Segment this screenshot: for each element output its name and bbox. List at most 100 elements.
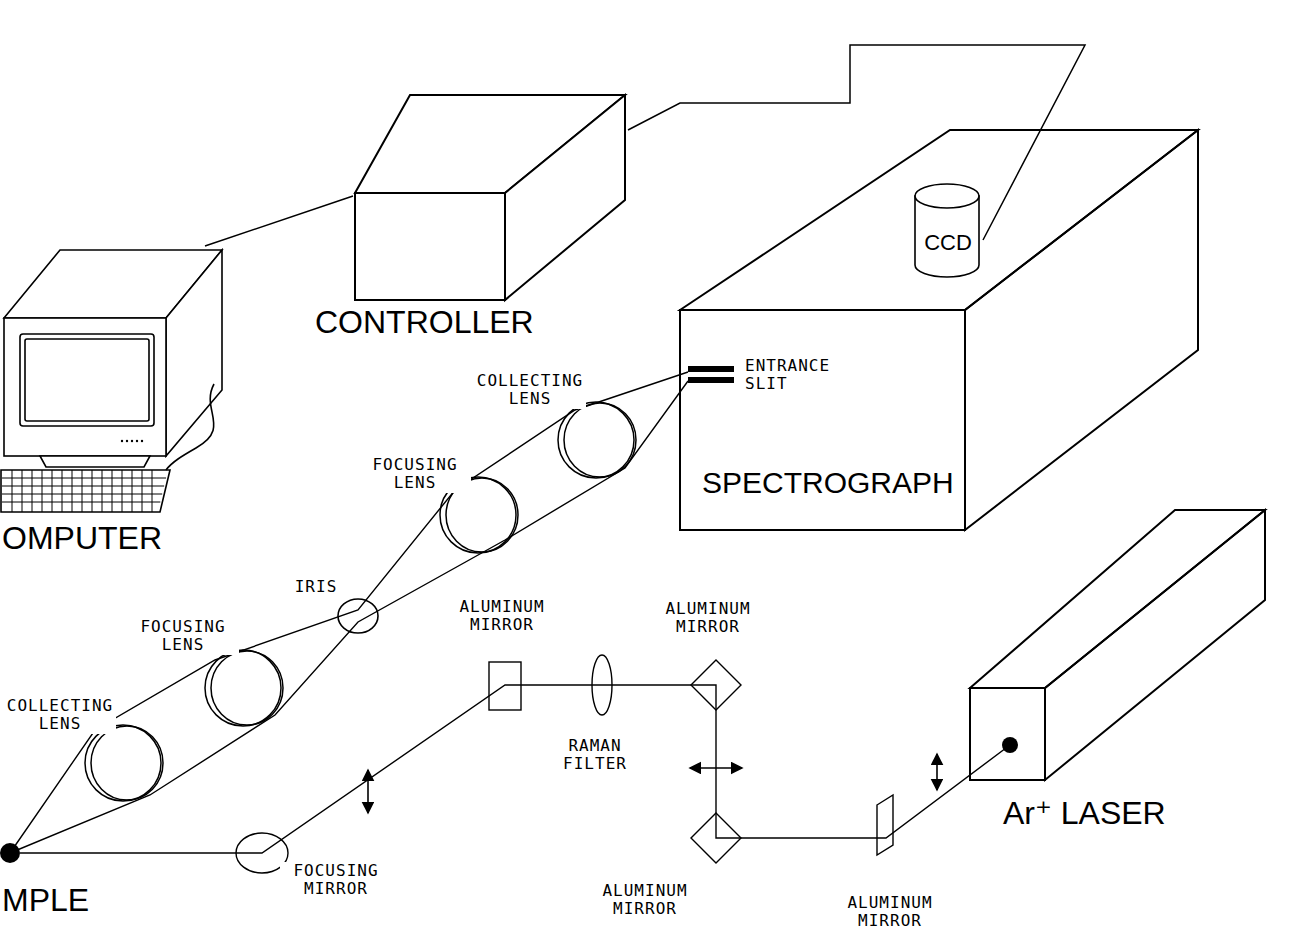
laser-box <box>1045 510 1265 780</box>
node-label: ENTRANCE SLIT <box>745 357 857 394</box>
part-label: ALUMINUM MIRROR <box>589 882 701 919</box>
ccd-node: CCD <box>913 180 983 280</box>
lens <box>211 651 283 725</box>
keyboard-keys <box>2 478 166 479</box>
part-label: ALUMINUM MIRROR <box>446 598 558 635</box>
text-slot: RAMAN FILTER <box>539 737 651 774</box>
text-slot: ENTRANCE SLIT <box>745 357 857 394</box>
keyboard-keys <box>122 470 123 512</box>
computer-node-shape <box>0 246 228 564</box>
part-label: FOCUSING LENS <box>359 456 471 493</box>
polarization-arrow <box>367 770 369 813</box>
lens <box>205 650 281 726</box>
text-slot: ALUMINUM MIRROR <box>446 598 558 635</box>
entrance-slit <box>688 366 734 383</box>
monitor-buttons <box>121 440 143 442</box>
monitor-drawing <box>1 470 170 512</box>
laser-beam <box>20 685 1010 853</box>
node-label: Ar⁺ LASER <box>1003 795 1166 832</box>
node-label: SPECTROGRAPH <box>702 466 954 501</box>
part-label: IRIS <box>295 578 338 596</box>
node-label: CCD <box>924 230 972 255</box>
monitor-drawing <box>4 318 166 456</box>
signal-cable <box>628 45 1085 240</box>
text-slot: ALUMINUM MIRROR <box>834 894 946 931</box>
lens <box>91 726 163 800</box>
keyboard-keys <box>152 470 153 512</box>
keyboard-keys <box>42 470 43 512</box>
text-slot: ALUMINUM MIRROR <box>652 600 764 637</box>
text-slot: Ar⁺ LASER <box>1003 795 1223 832</box>
keyboard-keys <box>72 470 73 512</box>
spectrograph-box <box>680 130 1198 530</box>
text-slot: COLLECTING LENS <box>474 372 586 409</box>
text-slot: CONTROLLER <box>315 304 575 341</box>
mirror <box>489 662 521 710</box>
text-slot: OMPUTER <box>2 520 222 557</box>
monitor-buttons <box>141 440 143 442</box>
keyboard-keys <box>92 470 93 512</box>
text-slot: FOCUSING LENS <box>127 618 239 655</box>
node-label: CONTROLLER <box>315 304 534 341</box>
signal-cable <box>205 196 353 246</box>
part-label: RAMAN FILTER <box>539 737 651 774</box>
ccd-cylinder <box>915 184 979 208</box>
monitor-buttons <box>121 440 123 442</box>
spectrograph-box <box>965 130 1198 530</box>
laser-box <box>970 510 1265 688</box>
keyboard-keys <box>112 470 113 512</box>
monitor-buttons <box>126 440 128 442</box>
monitor-buttons <box>136 440 138 442</box>
part-label: COLLECTING LENS <box>474 372 586 409</box>
lens <box>564 403 636 477</box>
text-slot: CCD <box>913 230 983 255</box>
text-slot: FOCUSING MIRROR <box>280 862 392 899</box>
iris <box>338 599 378 633</box>
monitor-drawing <box>166 384 214 470</box>
spectrograph-node: ENTRANCE SLIT SPECTROGRAPH CCD <box>678 128 1200 532</box>
keyboard-keys <box>62 470 63 512</box>
controller-box <box>505 95 625 300</box>
keyboard-keys <box>52 470 53 512</box>
spectrograph-box <box>680 310 965 530</box>
lens <box>558 402 634 478</box>
keyboard-keys <box>142 470 143 512</box>
laser-node: Ar⁺ LASER <box>966 506 1268 840</box>
part-label: ALUMINUM MIRROR <box>652 600 764 637</box>
monitor-drawing <box>1 250 222 512</box>
laser-node-shape <box>966 506 1268 840</box>
keyboard-keys <box>12 470 13 512</box>
monitor-drawing <box>25 339 149 421</box>
keyboard-keys <box>2 486 164 487</box>
laser-box <box>970 510 1265 780</box>
keyboard-keys <box>32 470 33 512</box>
part-label: FOCUSING MIRROR <box>280 862 392 899</box>
keyboard-keys <box>22 470 23 512</box>
part-label: MPLE <box>2 882 89 919</box>
text-slot: IRIS <box>260 578 372 596</box>
controller-node: CONTROLLER <box>353 93 628 345</box>
text-slot: SPECTROGRAPH <box>702 466 964 501</box>
controller-box <box>355 193 505 300</box>
keyboard-keys <box>82 470 83 512</box>
node-label: OMPUTER <box>2 520 162 557</box>
monitor-drawing <box>40 456 150 467</box>
entrance-slit <box>688 366 734 372</box>
keyboard-keys <box>2 470 166 512</box>
monitor-drawing <box>20 334 154 426</box>
monitor-buttons <box>131 440 133 442</box>
spectrograph-box <box>680 130 1198 310</box>
entrance-slit <box>688 377 734 383</box>
part-label: FOCUSING LENS <box>127 618 239 655</box>
keyboard-keys <box>132 470 133 512</box>
keyboard-keys <box>102 470 103 512</box>
polarization-arrow <box>936 754 938 790</box>
sample-dot <box>0 843 20 863</box>
text-slot: COLLECTING LENS <box>4 697 116 734</box>
keyboard-keys <box>2 502 160 503</box>
laser-aperture <box>1002 737 1018 753</box>
part-label: COLLECTING LENS <box>4 697 116 734</box>
text-slot: MPLE <box>2 882 202 919</box>
lens <box>85 725 161 801</box>
laser-box <box>970 688 1045 780</box>
